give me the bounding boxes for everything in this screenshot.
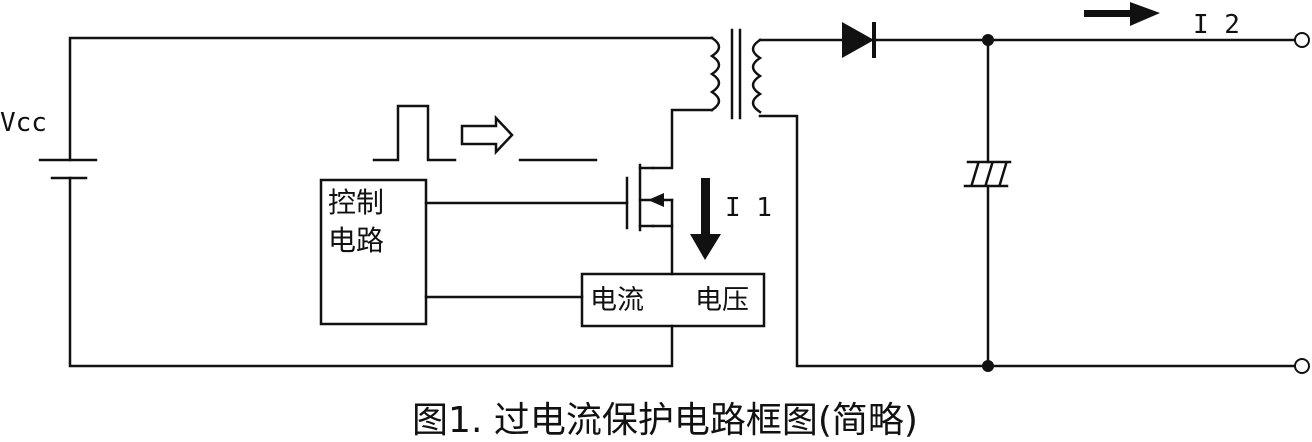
sense-box	[580, 272, 766, 328]
figure-caption: 图1. 过电流保护电路框图(简略)	[412, 400, 918, 441]
output-terminal-bottom	[1294, 358, 1310, 374]
capacitor-hatch-3	[998, 162, 1008, 186]
output-terminal-top	[1294, 32, 1310, 48]
mosfet-arrow-icon	[648, 193, 664, 207]
wire-top-left	[68, 36, 714, 162]
current-arrow-i2-icon	[1084, 2, 1160, 26]
vcc-label: Vcc	[0, 108, 47, 138]
control-label-line2: 电路	[328, 224, 384, 257]
control-circuit-box	[319, 178, 428, 326]
wire-bottom-left	[68, 176, 674, 368]
current-arrow-i1-icon	[690, 178, 721, 260]
pulse-waveform	[372, 104, 457, 162]
sense-current-label: 电流	[590, 285, 644, 316]
diode-icon	[842, 22, 876, 58]
junction-dot-top	[982, 34, 994, 46]
junction-dot-bottom	[982, 360, 994, 372]
wire-source-to-sense	[651, 224, 674, 276]
wire-secondary-bottom	[758, 114, 1298, 368]
transformer-secondary-winding	[751, 38, 763, 114]
i1-label: I 1	[725, 193, 772, 223]
capacitor-hatch-1	[970, 162, 980, 186]
transformer-primary-winding	[709, 36, 721, 112]
sense-voltage-label: 电压	[695, 285, 749, 316]
wire-primary-to-drain	[651, 108, 714, 170]
i2-label: I 2	[1193, 10, 1240, 40]
hollow-arrow-icon	[460, 114, 514, 156]
control-label-line1: 控制	[328, 186, 384, 219]
capacitor-hatch-2	[984, 162, 994, 186]
